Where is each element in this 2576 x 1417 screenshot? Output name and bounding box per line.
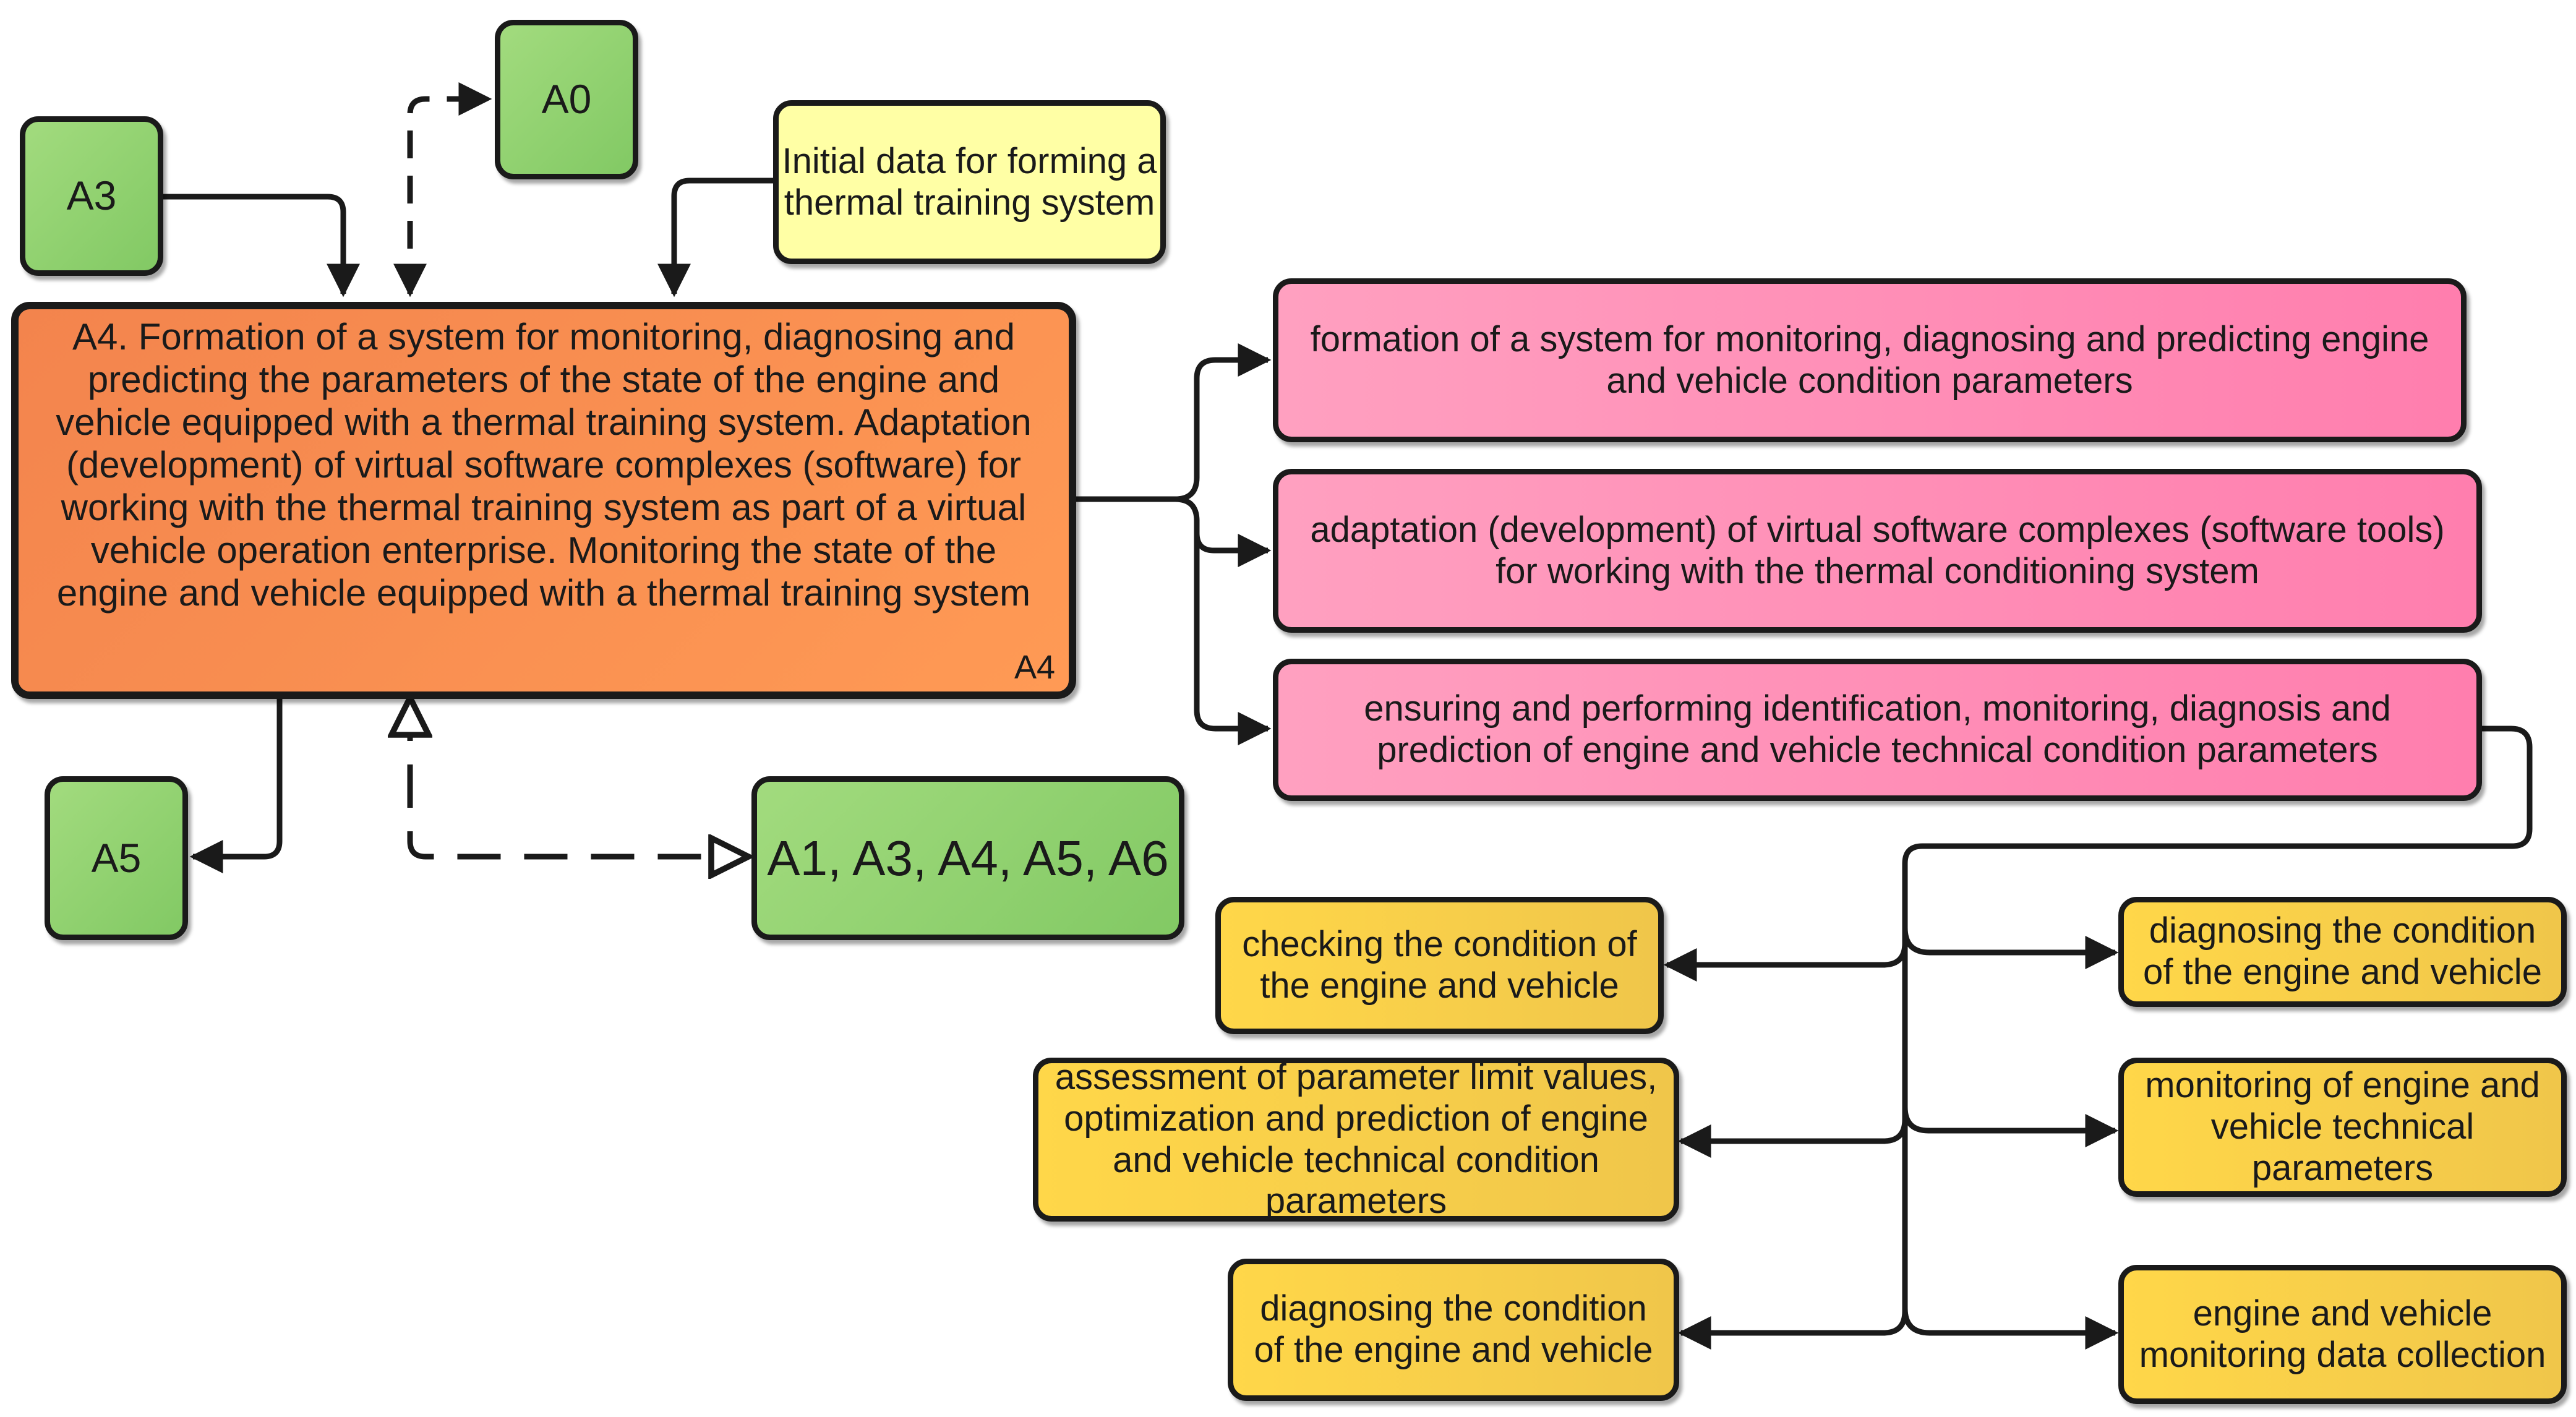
output-box-3-label: ensuring and performing identification, … (1364, 688, 2391, 770)
subtask-right-2: monitoring of engine and vehicle technic… (2118, 1058, 2567, 1197)
arrow-a3-to-a4 (162, 194, 360, 298)
node-initial-data: Initial data for forming a thermal train… (773, 100, 1166, 264)
arrow-a4-to-output-2 (1075, 496, 1272, 567)
node-a4-tag: A4 (1014, 648, 1055, 686)
arrow-a4-to-output-3 (1194, 520, 1272, 745)
output-box-2-label: adaptation (development) of virtual soft… (1310, 509, 2445, 591)
node-a0: A0 (495, 20, 638, 179)
node-a3-label: A3 (66, 173, 117, 219)
subtask-left-3: diagnosing the condition of the engine a… (1228, 1259, 1679, 1401)
output-box-3: ensuring and performing identification, … (1273, 659, 2482, 801)
arrow-a4-to-output-1 (1075, 343, 1272, 502)
arrow-to-right-1 (1902, 927, 2119, 969)
arrow-to-left-1 (1663, 943, 1908, 982)
node-a5-label: A5 (91, 834, 142, 881)
arrow-to-right-2 (1902, 1107, 2119, 1147)
node-a3: A3 (20, 116, 163, 276)
node-a4-text: A4. Formation of a system for monitoring… (56, 316, 1032, 614)
subtask-left-2-label: assessment of parameter limit values, op… (1055, 1057, 1658, 1222)
arrow-initial-to-a4 (657, 178, 773, 298)
subtask-right-1-label: diagnosing the condition of the engine a… (2143, 910, 2542, 992)
node-a0-label: A0 (541, 76, 592, 122)
arrow-a4-to-a1-a6 (410, 698, 748, 857)
subtask-right-3-label: engine and vehicle monitoring data colle… (2139, 1293, 2546, 1375)
node-a1-a6: A1, A3, A4, A5, A6 (751, 776, 1184, 940)
arrow-to-left-2 (1677, 1119, 1908, 1158)
node-a5: A5 (45, 776, 188, 940)
node-a1-a6-label: A1, A3, A4, A5, A6 (767, 830, 1169, 886)
arrow-to-left-3 (1677, 1311, 1908, 1350)
subtask-right-1: diagnosing the condition of the engine a… (2118, 897, 2567, 1007)
subtask-right-2-label: monitoring of engine and vehicle technic… (2145, 1065, 2540, 1188)
subtask-left-1: checking the condition of the engine and… (1215, 897, 1664, 1034)
subtask-left-2: assessment of parameter limit values, op… (1033, 1057, 1679, 1222)
node-initial-data-label: Initial data for forming a thermal train… (782, 140, 1157, 223)
arrow-a4-to-a5 (189, 698, 283, 873)
arrow-to-right-3 (1902, 1308, 2119, 1350)
output-box-1-label: formation of a system for monitoring, di… (1310, 319, 2429, 401)
output-box-1: formation of a system for monitoring, di… (1273, 278, 2467, 442)
subtask-right-3: engine and vehicle monitoring data colle… (2118, 1265, 2567, 1404)
node-a4: A4. Formation of a system for monitoring… (11, 302, 1076, 699)
subtask-left-3-label: diagnosing the condition of the engine a… (1254, 1288, 1653, 1370)
arrow-output3-to-trunk (1902, 726, 2533, 1317)
arrow-a4-to-a0 (393, 82, 492, 298)
output-box-2: adaptation (development) of virtual soft… (1273, 469, 2482, 633)
subtask-left-1-label: checking the condition of the engine and… (1242, 924, 1637, 1006)
